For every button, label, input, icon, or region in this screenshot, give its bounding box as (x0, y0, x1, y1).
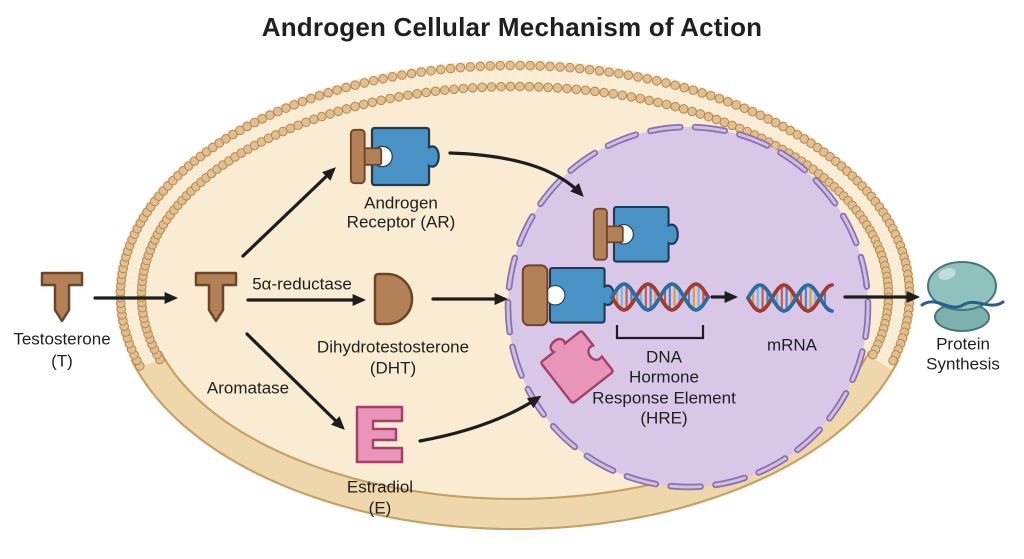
mrna-helix-icon (746, 282, 834, 314)
ar-complex-nucleus-icon (592, 205, 679, 263)
label-testosterone-abbr: (T) (51, 351, 73, 371)
label-aromatase: Aromatase (206, 378, 290, 398)
label-dht-abbr: (DHT) (369, 358, 417, 378)
label-hre-response-element: Response Element (592, 388, 736, 408)
label-androgen-receptor-2: Receptor (AR) (346, 212, 456, 232)
testosterone-icon (40, 271, 84, 323)
flow-arrows (93, 151, 921, 443)
androgen-receptor-puzzle-icon (349, 126, 440, 187)
label-estradiol-abbr: (E) (368, 498, 392, 518)
label-protein-synthesis-2: Synthesis (926, 354, 1000, 374)
ribosome-icon (920, 261, 1005, 332)
label-protein-synthesis: Protein (936, 334, 990, 354)
label-estradiol: Estradiol (346, 477, 414, 497)
label-hre-dna: DNA (646, 347, 682, 367)
diagram-title: Androgen Cellular Mechanism of Action (261, 12, 763, 42)
testosterone-icon-intracellular (194, 271, 238, 323)
label-dht: Dihydrotestosterone (316, 337, 470, 357)
label-5a-reductase: 5α-reductase (252, 274, 352, 294)
estradiol-icon (355, 405, 404, 464)
estrogen-receptor-puzzle-icon (540, 330, 614, 404)
dht-ar-complex-icon (521, 264, 615, 327)
hre-bracket (615, 325, 705, 340)
cell-membrane-lipid-bilayer-icon (115, 60, 915, 371)
label-hre-abbr: (HRE) (640, 408, 688, 428)
label-mrna: mRNA (766, 335, 818, 355)
dht-icon (373, 272, 414, 326)
label-hre-hormone: Hormone (629, 367, 699, 387)
label-androgen-receptor: Androgen (364, 193, 438, 213)
label-testosterone: Testosterone (13, 329, 111, 349)
dna-helix-icon (610, 281, 710, 313)
